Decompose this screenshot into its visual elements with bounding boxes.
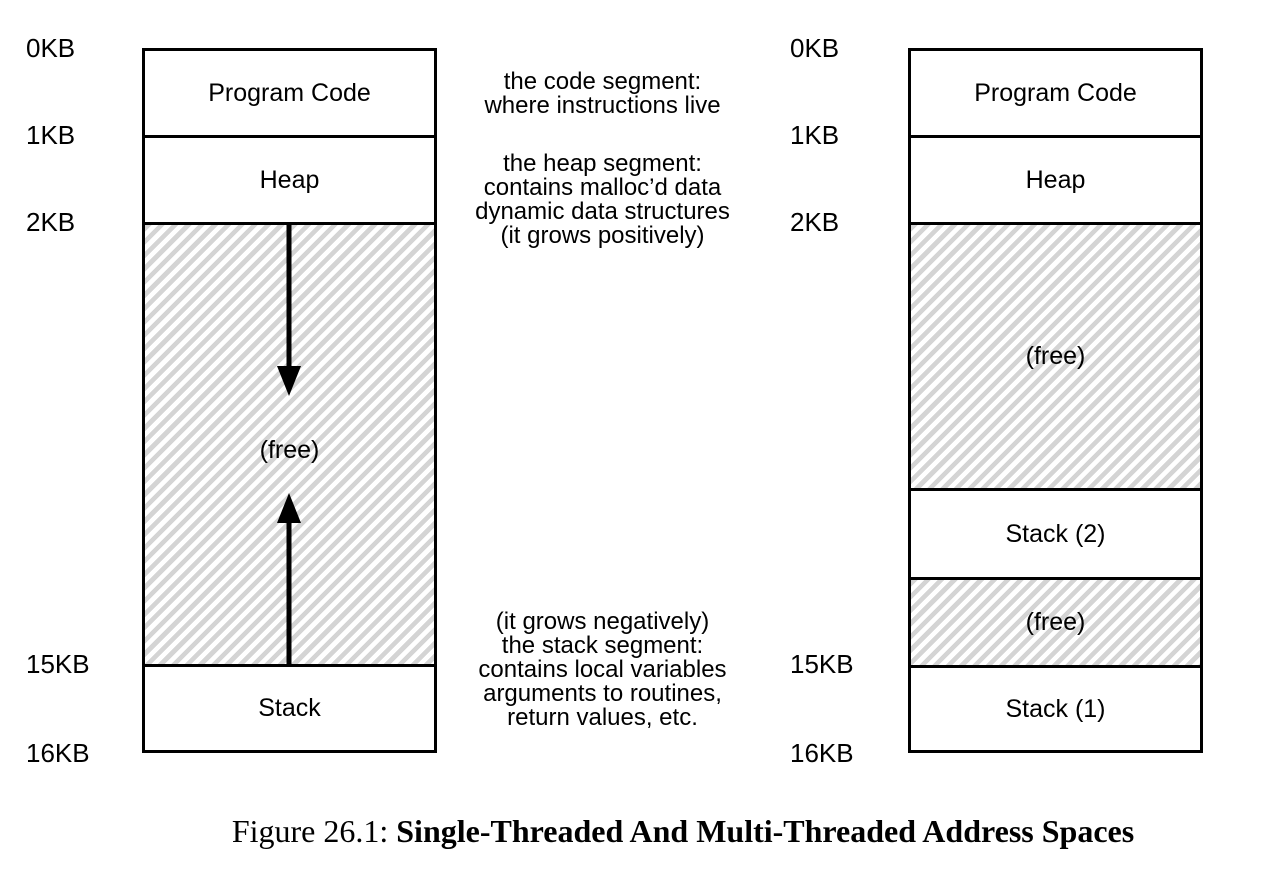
annotation-line: contains malloc’d data	[483, 174, 722, 201]
annotation-line: arguments to routines,	[483, 680, 722, 707]
annotation-line: dynamic data structures	[475, 198, 730, 225]
left-segment-program-code-label: Program Code	[208, 78, 371, 107]
code-segment-annotation: the code segment: where instructions liv…	[425, 70, 780, 118]
left-address-label-2kb: 2KB	[26, 207, 76, 237]
annotation-line: where instructions live	[484, 92, 721, 119]
left-segment-stack-label: Stack	[258, 694, 321, 722]
single-threaded-address-space-box: Program Code Heap (free) Stack	[142, 48, 437, 753]
annotation-line: the code segment:	[503, 68, 702, 95]
annotation-line: (it grows negatively)	[495, 608, 710, 635]
multi-threaded-address-space-box: Program Code Heap (free) Stack (2) (free…	[908, 48, 1203, 753]
stack-grows-up-arrow-icon	[277, 493, 301, 664]
left-segment-heap-label: Heap	[259, 165, 320, 194]
right-segment-program-code: Program Code	[911, 51, 1200, 138]
right-segment-heap: Heap	[911, 138, 1200, 225]
figure-caption-title: Single-Threaded And Multi-Threaded Addre…	[396, 813, 1135, 849]
annotation-line: contains local variables	[478, 656, 727, 683]
left-segment-free-label: (free)	[259, 436, 320, 464]
right-segment-free-lower-label: (free)	[1025, 608, 1086, 636]
left-segment-heap: Heap	[145, 138, 434, 225]
right-address-label-1kb: 1KB	[790, 120, 840, 150]
stack-segment-annotation: (it grows negatively) the stack segment:…	[425, 610, 780, 730]
right-address-label-15kb: 15KB	[790, 649, 854, 679]
figure-caption-prefix: Figure 26.1:	[231, 813, 397, 849]
figure-caption: Figure 26.1: Single-Threaded And Multi-T…	[84, 810, 1282, 852]
left-address-label-0kb: 0KB	[26, 33, 76, 63]
left-address-label-16kb: 16KB	[26, 738, 90, 768]
heap-grows-down-arrow-icon	[277, 225, 301, 396]
right-segment-free-lower: (free)	[911, 580, 1200, 668]
right-segment-stack2-label: Stack (2)	[1005, 519, 1106, 548]
right-address-label-0kb: 0KB	[790, 33, 840, 63]
annotation-line: (it grows positively)	[500, 222, 705, 249]
right-segment-heap-label: Heap	[1025, 165, 1086, 194]
annotation-line: return values, etc.	[507, 704, 698, 731]
annotation-line: the heap segment:	[503, 150, 702, 177]
right-segment-free-upper: (free)	[911, 225, 1200, 491]
left-segment-stack: Stack	[145, 667, 434, 750]
left-address-label-15kb: 15KB	[26, 649, 90, 679]
heap-segment-annotation: the heap segment: contains malloc’d data…	[425, 152, 780, 248]
right-address-label-2kb: 2KB	[790, 207, 840, 237]
right-address-label-16kb: 16KB	[790, 738, 854, 768]
right-segment-stack1: Stack (1)	[911, 668, 1200, 750]
right-segment-stack1-label: Stack (1)	[1005, 694, 1106, 723]
right-segment-free-upper-label: (free)	[1025, 342, 1086, 370]
annotation-line: the stack segment:	[501, 632, 704, 659]
left-address-label-1kb: 1KB	[26, 120, 76, 150]
right-segment-program-code-label: Program Code	[974, 78, 1137, 107]
left-segment-program-code: Program Code	[145, 51, 434, 138]
left-segment-free: (free)	[145, 225, 434, 667]
right-segment-stack2: Stack (2)	[911, 491, 1200, 580]
